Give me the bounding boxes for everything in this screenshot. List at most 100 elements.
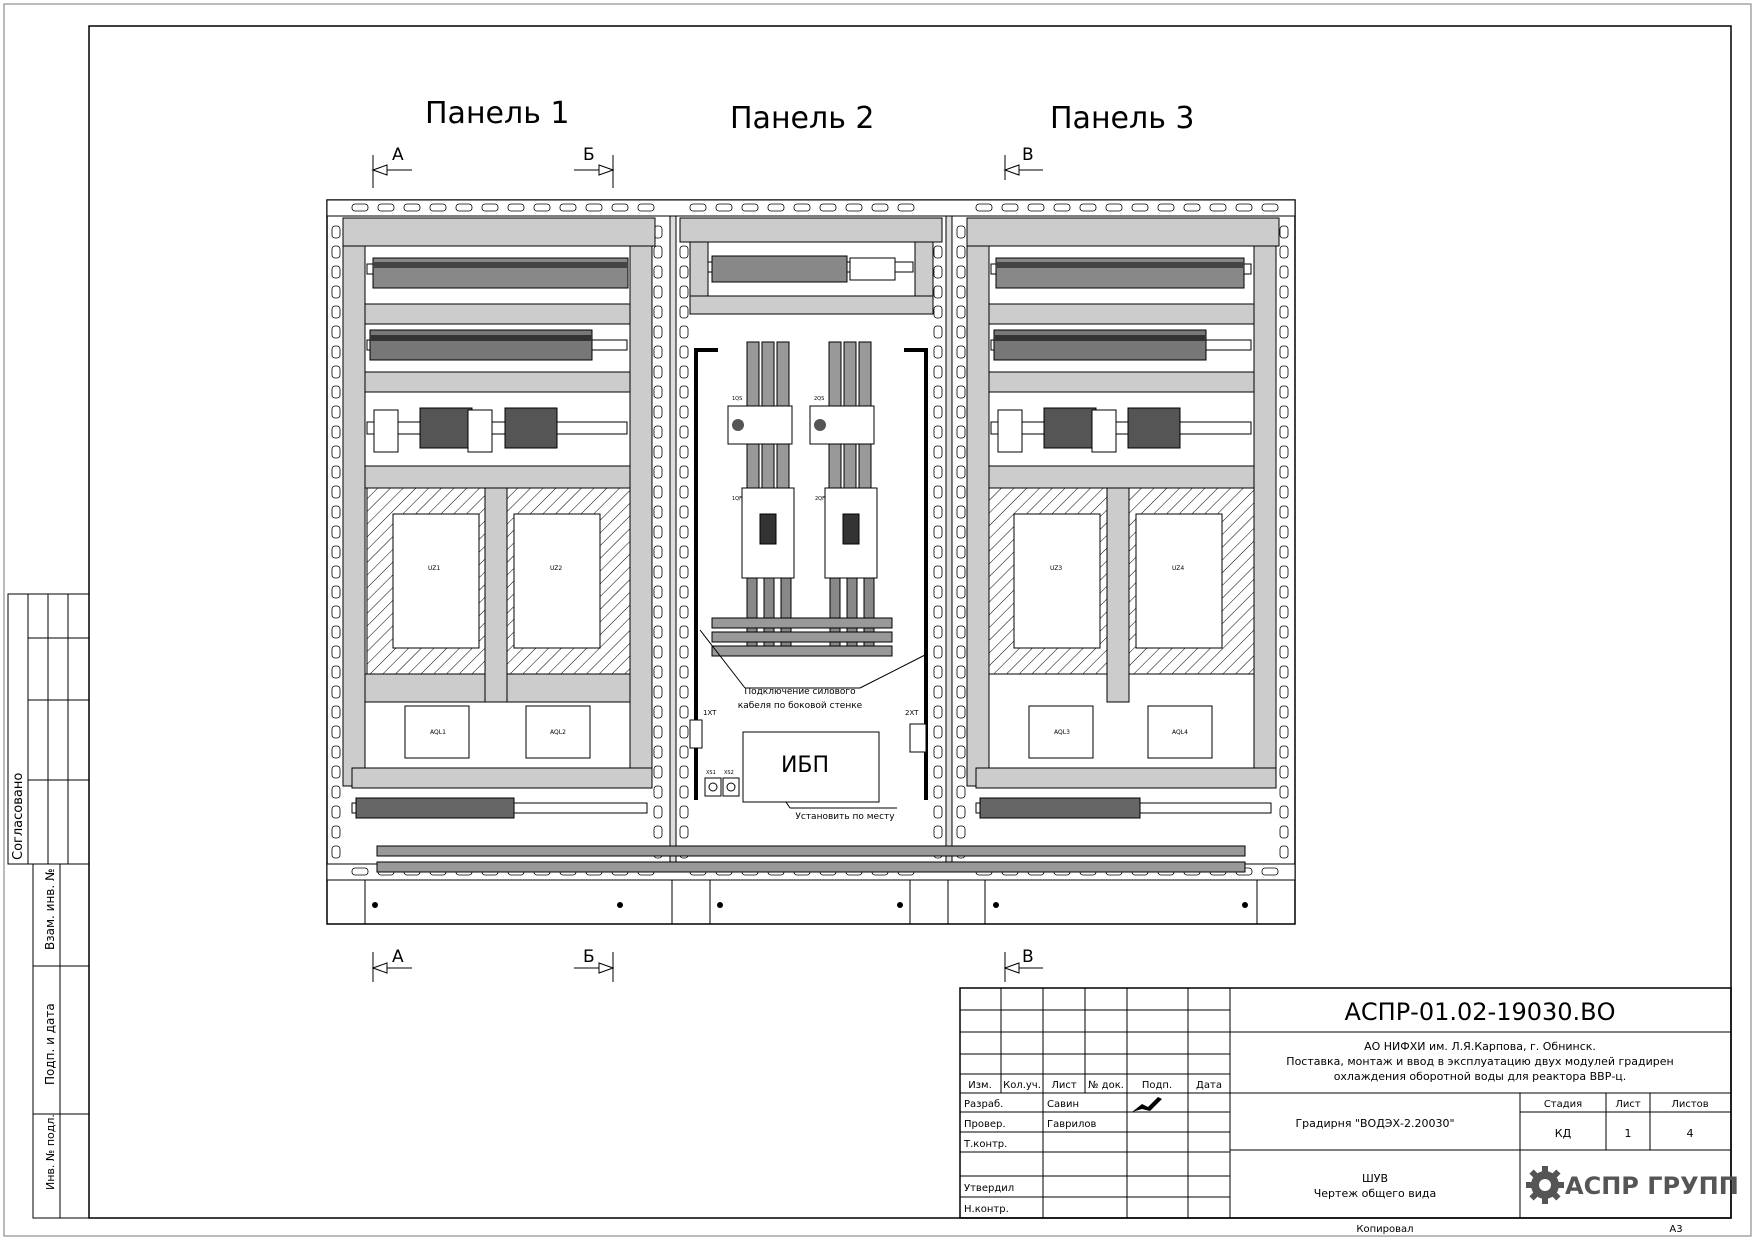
rail-slot <box>956 745 966 759</box>
choke-aql3-label: AQL3 <box>1054 729 1070 736</box>
gear-icon <box>1526 1166 1564 1204</box>
rail-slot <box>653 605 663 619</box>
rail-slot <box>1183 203 1201 212</box>
rail-slot <box>331 345 341 359</box>
panel-3-title: Панель 3 <box>1050 101 1195 136</box>
rail-slot <box>1279 605 1289 619</box>
rail-slot <box>679 805 689 819</box>
rail-slot <box>653 645 663 659</box>
rail-slot <box>1279 545 1289 559</box>
vfd-uz3-label: UZ3 <box>1050 565 1062 572</box>
section-v-top: В <box>1022 145 1034 165</box>
choke-aql1: AQL1 <box>404 705 470 759</box>
rail-slot <box>933 245 943 259</box>
rail-slot <box>1001 203 1019 212</box>
section-markers-bottom <box>371 952 1043 982</box>
rail-slot <box>933 405 943 419</box>
ups-box: ИБП <box>742 731 880 803</box>
rail-slot <box>1279 845 1289 859</box>
rail-slot <box>1279 625 1289 639</box>
rail-slot <box>679 545 689 559</box>
role-nkontr: Н.контр. <box>964 1204 1009 1215</box>
rail-slot <box>679 765 689 779</box>
rail-slot <box>679 325 689 339</box>
rail-slot <box>653 825 663 839</box>
rail-slot <box>331 305 341 319</box>
rail-slot <box>331 265 341 279</box>
rail-slot <box>956 725 966 739</box>
rail-slot <box>767 203 785 212</box>
rail-slot <box>1279 385 1289 399</box>
rail-slot <box>653 245 663 259</box>
rail-slot <box>331 525 341 539</box>
role-prover: Провер. <box>964 1119 1006 1130</box>
rail-slot <box>455 203 473 212</box>
rail-slot <box>933 305 943 319</box>
org-line-2: Поставка, монтаж и ввод в эксплуатацию д… <box>1286 1055 1673 1068</box>
rail-slot <box>1279 585 1289 599</box>
stage-label: Стадия <box>1544 1099 1582 1110</box>
rail-slot <box>956 665 966 679</box>
rail-slot <box>331 445 341 459</box>
terminal-2xt-label: 2XT <box>905 709 919 717</box>
rail-slot <box>933 705 943 719</box>
rail-slot <box>956 325 966 339</box>
sockets-xs: XS1 XS2 <box>704 770 740 797</box>
rail-slot <box>933 445 943 459</box>
rail-slot <box>956 305 966 319</box>
role-razrab: Разраб. <box>964 1099 1003 1110</box>
rail-slot <box>653 365 663 379</box>
rail-slot <box>1279 705 1289 719</box>
din-row-1 <box>366 257 629 289</box>
rail-slot <box>933 385 943 399</box>
terminal-strip-1 <box>351 797 648 819</box>
rail-slot <box>933 745 943 759</box>
rail-slot <box>956 445 966 459</box>
rail-slot <box>689 203 707 212</box>
rail-slot <box>653 805 663 819</box>
rail-slot <box>331 665 341 679</box>
ups-install-note: Установить по месту <box>795 812 895 822</box>
rail-slot <box>933 785 943 799</box>
rail-slot <box>1279 305 1289 319</box>
rail-slot <box>653 325 663 339</box>
choke-aql1-label: AQL1 <box>430 729 446 736</box>
section-a-top: А <box>392 145 404 165</box>
rail-slot <box>679 365 689 379</box>
bottom-busbar-2 <box>376 861 1246 873</box>
rail-slot <box>377 203 395 212</box>
rail-slot <box>679 725 689 739</box>
rail-slot <box>679 505 689 519</box>
rail-slot <box>897 203 915 212</box>
rail-slot <box>956 785 966 799</box>
rail-slot <box>871 203 889 212</box>
rail-slot <box>1079 203 1097 212</box>
rail-slot <box>933 665 943 679</box>
rail-slot <box>1027 203 1045 212</box>
rail-slot <box>331 585 341 599</box>
rail-slot <box>679 705 689 719</box>
rail-slot <box>331 625 341 639</box>
rail-slot <box>331 225 341 239</box>
rail-slot <box>956 765 966 779</box>
drawing-title-1: ШУВ <box>1362 1172 1388 1185</box>
company-logo: АСПР ГРУПП <box>1526 1166 1739 1204</box>
bottom-busbar-1 <box>376 845 1246 857</box>
section-a-bottom: А <box>392 947 404 967</box>
rail-slot <box>679 745 689 759</box>
rail-slot <box>679 425 689 439</box>
rail-slot <box>933 765 943 779</box>
din-row-2-p3 <box>990 329 1252 361</box>
rail-slot <box>933 265 943 279</box>
switch-2qs: 2QS <box>809 341 875 489</box>
ups-label: ИБП <box>781 753 829 778</box>
rail-slot <box>331 785 341 799</box>
rail-slot <box>956 645 966 659</box>
rail-slot <box>653 445 663 459</box>
section-v-bottom: В <box>1022 947 1034 967</box>
rail-slot <box>956 545 966 559</box>
switch-1qs: 1QS <box>727 341 793 489</box>
rail-slot <box>933 465 943 479</box>
